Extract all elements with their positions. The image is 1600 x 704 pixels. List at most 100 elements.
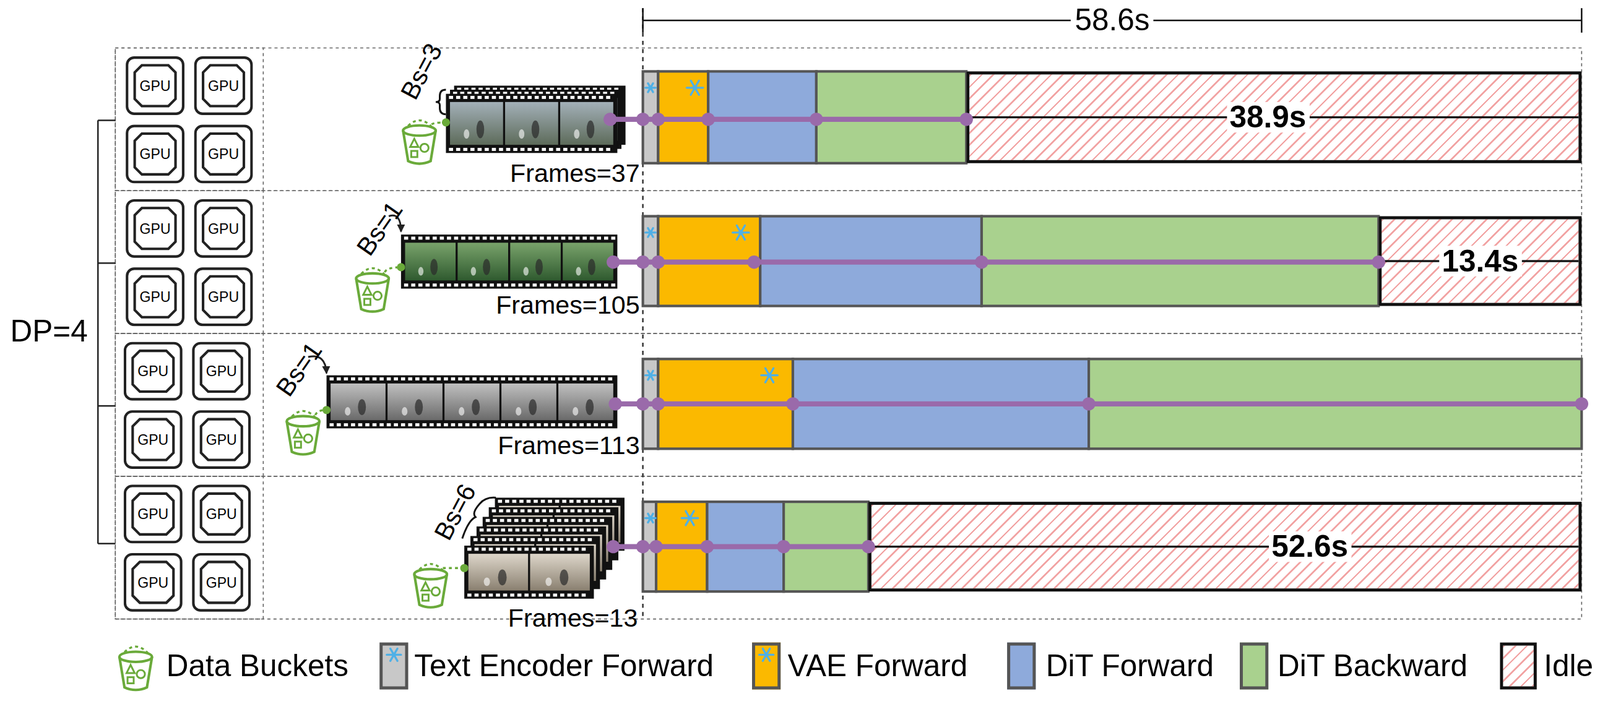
gpu-die xyxy=(132,493,174,535)
gpu-chip: GPU xyxy=(123,484,183,545)
film-hole xyxy=(484,147,489,152)
film-hole xyxy=(604,283,609,287)
film-hole xyxy=(386,423,392,427)
film-frame xyxy=(501,383,557,421)
film-figure xyxy=(344,407,351,416)
film-hole xyxy=(544,423,549,427)
vae-segment xyxy=(657,71,709,163)
film-hole xyxy=(580,538,585,542)
gpu-die xyxy=(132,562,174,603)
frozen-symbol xyxy=(648,83,653,93)
film-hole xyxy=(486,528,491,532)
frozen-symbol xyxy=(390,648,398,662)
film-hole xyxy=(605,509,611,513)
film-hole xyxy=(510,547,515,551)
text-encoder-segment xyxy=(643,71,659,163)
film-frame xyxy=(505,102,559,145)
film-hole xyxy=(578,519,584,523)
progress-dot xyxy=(776,540,790,554)
gpu-outline xyxy=(126,57,184,114)
film-figure xyxy=(430,258,438,275)
film-hole xyxy=(336,423,342,427)
film-hole xyxy=(379,423,384,427)
film-hole xyxy=(486,423,491,427)
batch-brace xyxy=(435,89,446,115)
film-hole xyxy=(462,147,468,152)
film-hole xyxy=(379,377,384,381)
film-hole xyxy=(440,236,445,240)
dit-forward-segment xyxy=(760,216,982,307)
gpu-panel-frame xyxy=(115,190,264,334)
film-hole xyxy=(564,519,569,523)
film-figure xyxy=(515,407,522,416)
idle-segment: 52.6s xyxy=(868,501,1582,592)
film-hole xyxy=(601,423,606,427)
film-figure xyxy=(401,407,408,416)
gpu-outline xyxy=(193,554,250,611)
film-figure xyxy=(528,399,537,416)
film-strip xyxy=(464,545,594,600)
film-hole xyxy=(552,538,557,542)
film-hole xyxy=(492,147,497,152)
bucket-square xyxy=(422,594,429,602)
film-hole xyxy=(572,528,577,532)
film-hole xyxy=(422,377,428,381)
film-hole xyxy=(574,547,579,551)
frozen-symbol xyxy=(645,228,656,238)
frozen-symbol xyxy=(732,225,749,240)
film-figure xyxy=(588,258,596,275)
film-hole xyxy=(541,95,546,100)
film-hole xyxy=(513,147,518,152)
film-hole xyxy=(481,593,486,597)
film-hole xyxy=(479,377,485,381)
dp-bracket-tick xyxy=(97,542,116,545)
film-hole xyxy=(393,377,398,381)
film-hole xyxy=(524,547,529,551)
progress-dot xyxy=(636,255,650,269)
batch-size: Bs=1 xyxy=(271,337,327,402)
bucket-rim xyxy=(414,569,447,580)
film-hole xyxy=(547,500,553,504)
film-hole xyxy=(586,423,592,427)
film-hole xyxy=(508,377,513,381)
film-hole xyxy=(585,519,590,523)
film-figure xyxy=(471,267,476,277)
film-hole xyxy=(508,528,513,532)
film-figure xyxy=(518,129,525,139)
frozen-symbol xyxy=(645,231,656,234)
film-hole xyxy=(418,283,423,287)
film-hole xyxy=(536,423,541,427)
film-hole xyxy=(498,95,504,100)
frame-count: Frames=105 xyxy=(495,292,640,318)
film-hole xyxy=(576,500,581,504)
film-hole xyxy=(513,95,518,100)
gpu-label: GPU xyxy=(207,78,239,93)
progress-dot xyxy=(608,397,622,411)
film-figure xyxy=(545,577,552,587)
frozen-symbol xyxy=(645,513,656,523)
gpu-chip: GPU xyxy=(193,56,254,116)
film-hole xyxy=(527,95,532,100)
film-hole xyxy=(465,377,470,381)
idle-duration: 52.6s xyxy=(1268,531,1352,563)
film-hole xyxy=(527,147,532,152)
film-figure xyxy=(573,129,580,139)
film-strip xyxy=(326,375,618,429)
film-hole xyxy=(497,236,502,240)
film-hole xyxy=(506,95,511,100)
film-hole xyxy=(520,95,525,100)
frozen-symbol xyxy=(648,371,653,381)
film-hole xyxy=(517,593,522,597)
film-figure xyxy=(572,407,579,416)
film-hole xyxy=(539,283,545,287)
film-hole xyxy=(461,283,466,287)
gpu-chip: GPU xyxy=(125,267,186,327)
film-hole xyxy=(529,423,535,427)
film-hole xyxy=(448,147,454,152)
dp-bracket xyxy=(97,120,99,545)
film-figure xyxy=(476,120,485,139)
progress-line xyxy=(613,259,1379,265)
frozen-symbol xyxy=(645,371,656,381)
film-hole xyxy=(538,547,543,551)
film-hole xyxy=(586,377,592,381)
